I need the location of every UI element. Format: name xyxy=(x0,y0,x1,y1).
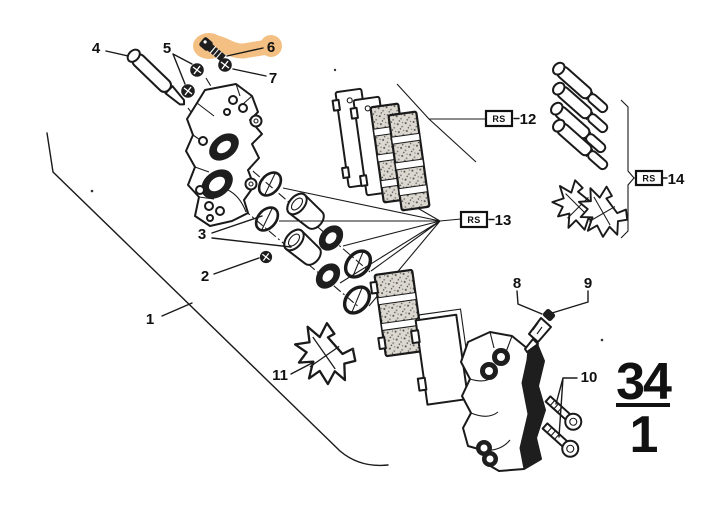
print-speckles xyxy=(90,68,604,351)
mounting-bolt-b xyxy=(541,422,580,458)
nut-5b xyxy=(180,83,196,99)
kit-badge-12-label: RS xyxy=(492,114,505,124)
callout-12[interactable]: 12 xyxy=(520,111,537,128)
page-code-divider xyxy=(616,403,670,407)
callout-10[interactable]: 10 xyxy=(581,369,598,386)
guide-pin-4 xyxy=(126,48,186,106)
callout-3[interactable]: 3 xyxy=(198,226,206,243)
brake-pad-set-upper xyxy=(331,87,431,212)
inner-caliper-half xyxy=(185,83,263,227)
bleeder-screw xyxy=(524,309,556,353)
callout-6[interactable]: 6 xyxy=(267,39,275,56)
piston-b xyxy=(283,228,322,266)
callout-7-leader xyxy=(232,68,267,77)
page-code: 34 1 xyxy=(616,353,674,464)
dust-boot-b xyxy=(315,263,341,289)
callout-11-leader xyxy=(290,361,315,375)
callout-11[interactable]: 11 xyxy=(272,367,288,384)
cross-spring-11 xyxy=(288,317,363,390)
brake-pad-lower xyxy=(369,268,425,358)
dust-boot-a xyxy=(318,225,344,251)
piston-seal-ring-b xyxy=(254,206,280,232)
kit-badge-14-label: RS xyxy=(642,174,655,184)
retaining-ring-b xyxy=(342,285,372,315)
callout-1[interactable]: 1 xyxy=(146,311,154,328)
page-code-top: 34 xyxy=(616,353,672,411)
callout-8-leader xyxy=(516,290,543,315)
callout-9-leader xyxy=(551,290,589,314)
retaining-ring-a xyxy=(343,249,373,279)
page-code-bottom: 1 xyxy=(630,406,658,464)
callout-9[interactable]: 9 xyxy=(584,275,592,292)
callout-4[interactable]: 4 xyxy=(92,40,101,57)
callout-13[interactable]: 13 xyxy=(495,212,512,229)
callout-4-leader xyxy=(105,50,129,57)
callout-14[interactable]: 14 xyxy=(668,171,685,188)
kit-badge-12[interactable]: RS xyxy=(484,109,514,128)
callout-5-leaders xyxy=(172,53,193,85)
kit-badge-14[interactable]: RS xyxy=(634,169,664,187)
callout-1-leader xyxy=(161,302,193,317)
callout-5[interactable]: 5 xyxy=(163,40,171,57)
nut-5a xyxy=(189,63,205,78)
piston-seal-ring-a xyxy=(257,171,283,197)
callout-2[interactable]: 2 xyxy=(201,268,209,285)
callout-12-bracket xyxy=(396,83,486,163)
callout-7[interactable]: 7 xyxy=(269,70,277,87)
callout-10-leaders xyxy=(555,377,578,438)
kit-badge-13-label: RS xyxy=(467,215,480,225)
callout-2-leader xyxy=(213,257,260,275)
piston-a xyxy=(286,192,325,230)
kit-badge-13[interactable]: RS xyxy=(459,210,489,229)
callout-8[interactable]: 8 xyxy=(513,275,521,292)
callout-6-leader xyxy=(226,47,264,57)
callout-1-bracket-line xyxy=(46,132,389,467)
callout-3-leaders xyxy=(211,215,292,248)
nut-7 xyxy=(217,58,233,73)
outer-caliper-half xyxy=(460,331,546,472)
guide-pin-set xyxy=(547,59,636,243)
bolt-6[interactable] xyxy=(199,37,226,62)
nut-2 xyxy=(259,250,273,264)
